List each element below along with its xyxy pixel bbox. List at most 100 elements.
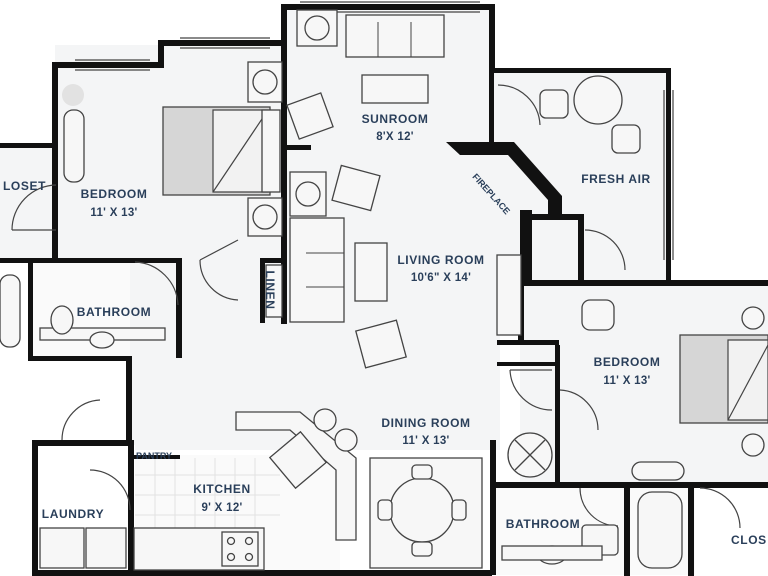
dining-furniture: [369, 432, 553, 569]
sofa: [345, 14, 445, 58]
bedroom-left-size: 11' X 13': [90, 207, 137, 219]
door-arc: [584, 229, 626, 271]
door-leaf: [199, 239, 239, 261]
armchair: [355, 319, 407, 369]
sink: [89, 331, 115, 349]
chair: [451, 499, 467, 521]
closet-right-label: CLOS: [731, 533, 767, 547]
door-arc: [134, 261, 179, 306]
wall: [176, 258, 182, 358]
sunroom-label: SUNROOM: [362, 112, 429, 126]
dresser: [63, 109, 85, 183]
door-arc: [509, 369, 553, 411]
wall: [32, 440, 38, 576]
stove: [221, 531, 259, 567]
lamp-icon: [741, 433, 765, 457]
wall: [128, 440, 134, 576]
wall: [32, 440, 132, 446]
lamp-icon: [741, 306, 765, 330]
wall: [0, 258, 28, 263]
wall: [158, 42, 164, 68]
fresh-air-label: FRESH AIR: [581, 172, 651, 186]
dryer: [85, 527, 127, 569]
doors: [11, 84, 741, 529]
linen-label: LINEN: [263, 271, 277, 310]
toilet: [50, 305, 74, 335]
wall: [489, 70, 494, 145]
chair: [539, 89, 569, 119]
closet-left-label: LOSET: [3, 179, 46, 193]
wall: [126, 356, 132, 444]
door-arc: [89, 469, 131, 511]
bedroom-right-label: BEDROOM: [594, 355, 661, 369]
wall: [666, 68, 671, 283]
door-arc: [199, 259, 239, 301]
dining-room-label: DINING ROOM: [381, 416, 470, 430]
plant-icon: [62, 84, 84, 106]
wall: [28, 260, 33, 360]
chair: [581, 299, 615, 331]
wall: [555, 345, 560, 485]
wall: [490, 440, 496, 575]
bedroom-right-size: 11' X 13': [603, 375, 650, 387]
bedroom-right-furniture: [581, 299, 768, 481]
wall: [446, 142, 562, 218]
chair: [611, 124, 641, 154]
door-arc: [497, 84, 541, 126]
kitchen-tile-grid: [135, 458, 280, 528]
kitchen-fixtures: [133, 408, 358, 571]
laundry-fixtures: [39, 527, 127, 569]
wall: [578, 214, 584, 282]
wall: [497, 362, 559, 366]
bar-stool: [313, 408, 337, 432]
lamp-icon: [252, 69, 278, 95]
door-arc: [11, 184, 57, 231]
lamp-icon: [252, 204, 278, 230]
bathroom-left-fixtures: [0, 274, 166, 349]
walls: [0, 4, 768, 576]
bathroom-left-label: BATHROOM: [77, 305, 152, 319]
sunroom-furniture: [286, 9, 445, 140]
laundry-label: LAUNDRY: [42, 507, 104, 521]
dresser: [631, 461, 685, 481]
wall: [281, 4, 493, 10]
round-table: [573, 75, 623, 125]
pantry-label: PANTRY: [136, 451, 172, 461]
lamp-icon: [304, 15, 330, 41]
closet-left-floor: [0, 145, 60, 260]
chair: [411, 464, 433, 480]
bathtub: [0, 274, 21, 348]
wall: [520, 280, 768, 286]
wall: [260, 258, 265, 323]
wall: [32, 570, 492, 576]
wall: [52, 258, 182, 263]
chair: [377, 499, 393, 521]
dining-table: [389, 477, 455, 543]
coffee-table: [361, 74, 429, 104]
living-room-size: 10'6" X 14': [411, 272, 471, 284]
chair: [411, 541, 433, 557]
coffee-table: [354, 242, 388, 302]
bar-stool: [334, 428, 358, 452]
linen-closet: [265, 264, 283, 318]
kitchen-size: 9' X 12': [201, 502, 242, 514]
washer: [39, 527, 85, 569]
sunroom-size: 8'X 12': [376, 131, 414, 143]
sofa: [289, 217, 345, 323]
armchair: [286, 92, 334, 140]
wall: [52, 66, 58, 262]
lamp-icon: [295, 181, 321, 207]
bathroom-right-label: BATHROOM: [506, 517, 581, 531]
windows: [75, 1, 674, 260]
living-room-furniture: [289, 164, 522, 369]
tv-console: [496, 254, 522, 336]
living-room-label: LIVING ROOM: [397, 253, 484, 267]
headboard: [261, 109, 281, 193]
wall: [497, 340, 559, 345]
kitchen-label: KITCHEN: [193, 482, 251, 496]
vanity-counter: [501, 545, 603, 561]
door-arc: [699, 487, 741, 529]
door-arc: [559, 389, 599, 431]
bedroom-left-label: BEDROOM: [81, 187, 148, 201]
